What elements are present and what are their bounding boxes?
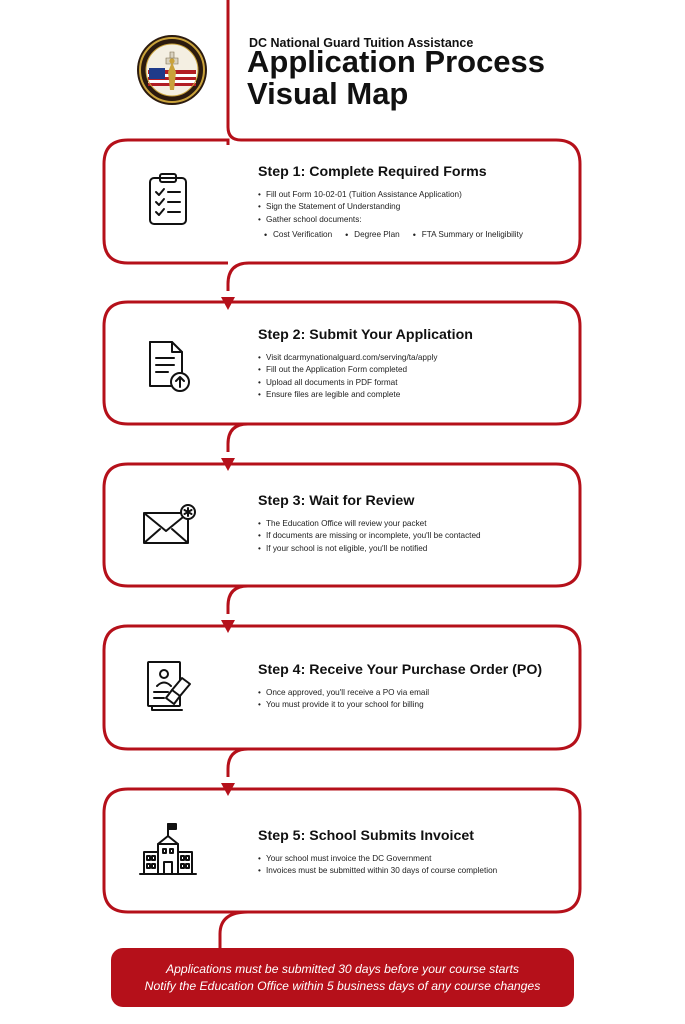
- list-item: Once approved, you'll receive a PO via e…: [258, 687, 568, 700]
- document-upload-icon: [149, 341, 190, 392]
- step-5-title: Step 5: School Submits Invoicet: [258, 828, 474, 844]
- step-4: Step 4: Receive Your Purchase Order (PO)…: [258, 662, 568, 712]
- list-item: Your school must invoice the DC Governme…: [258, 853, 568, 866]
- list-item: Cost Verification: [264, 229, 332, 241]
- step-5-list: Your school must invoice the DC Governme…: [258, 853, 568, 878]
- deadline-notice-banner: Applications must be submitted 30 days b…: [111, 948, 574, 1007]
- footer-line-2: Notify the Education Office within 5 bus…: [144, 978, 541, 993]
- step-2: Step 2: Submit Your Application Visit dc…: [258, 327, 568, 402]
- page-title: Application Process Visual Map: [247, 44, 546, 111]
- step-1-list: Fill out Form 10-02-01 (Tuition Assistan…: [258, 189, 568, 227]
- step-4-title: Step 4: Receive Your Purchase Order (PO): [258, 662, 543, 678]
- list-item: FTA Summary or Ineligibility: [413, 229, 523, 241]
- step-4-list: Once approved, you'll receive a PO via e…: [258, 687, 568, 712]
- step-3: Step 3: Wait for Review The Education Of…: [258, 493, 568, 556]
- step-1-title: Step 1: Complete Required Forms: [258, 164, 487, 180]
- list-item: Ensure files are legible and complete: [258, 389, 568, 402]
- envelope-notification-icon: [143, 504, 196, 544]
- list-item: Visit dcarmynationalguard.com/serving/ta…: [258, 352, 568, 365]
- list-item: Sign the Statement of Understanding: [258, 201, 568, 214]
- list-item: You must provide it to your school for b…: [258, 699, 568, 712]
- clipboard-checklist-icon: [149, 173, 187, 225]
- step-5: Step 5: School Submits Invoicet Your sch…: [258, 828, 568, 878]
- list-item: The Education Office will review your pa…: [258, 518, 568, 531]
- step-1-document-list: Cost Verification Degree Plan FTA Summar…: [264, 229, 568, 241]
- list-item: Upload all documents in PDF format: [258, 377, 568, 390]
- step-2-list: Visit dcarmynationalguard.com/serving/ta…: [258, 352, 568, 402]
- list-item: If your school is not eligible, you'll b…: [258, 543, 568, 556]
- footer-line-1: Applications must be submitted 30 days b…: [166, 961, 519, 976]
- list-item: Degree Plan: [345, 229, 400, 241]
- list-item: Fill out Form 10-02-01 (Tuition Assistan…: [258, 189, 568, 202]
- header-subtitle: DC National Guard Tuition Assistance: [249, 36, 474, 50]
- list-item: Gather school documents:: [258, 214, 568, 227]
- approved-document-stamp-icon: [147, 661, 191, 711]
- step-3-title: Step 3: Wait for Review: [258, 493, 415, 509]
- list-item: Fill out the Application Form completed: [258, 364, 568, 377]
- step-3-list: The Education Office will review your pa…: [258, 518, 568, 556]
- step-2-title: Step 2: Submit Your Application: [258, 327, 473, 343]
- list-item: If documents are missing or incomplete, …: [258, 530, 568, 543]
- school-building-icon: [139, 823, 197, 875]
- list-item: Invoices must be submitted within 30 day…: [258, 865, 568, 878]
- dc-national-guard-seal-logo: [137, 35, 207, 105]
- step-1: Step 1: Complete Required Forms Fill out…: [258, 164, 568, 241]
